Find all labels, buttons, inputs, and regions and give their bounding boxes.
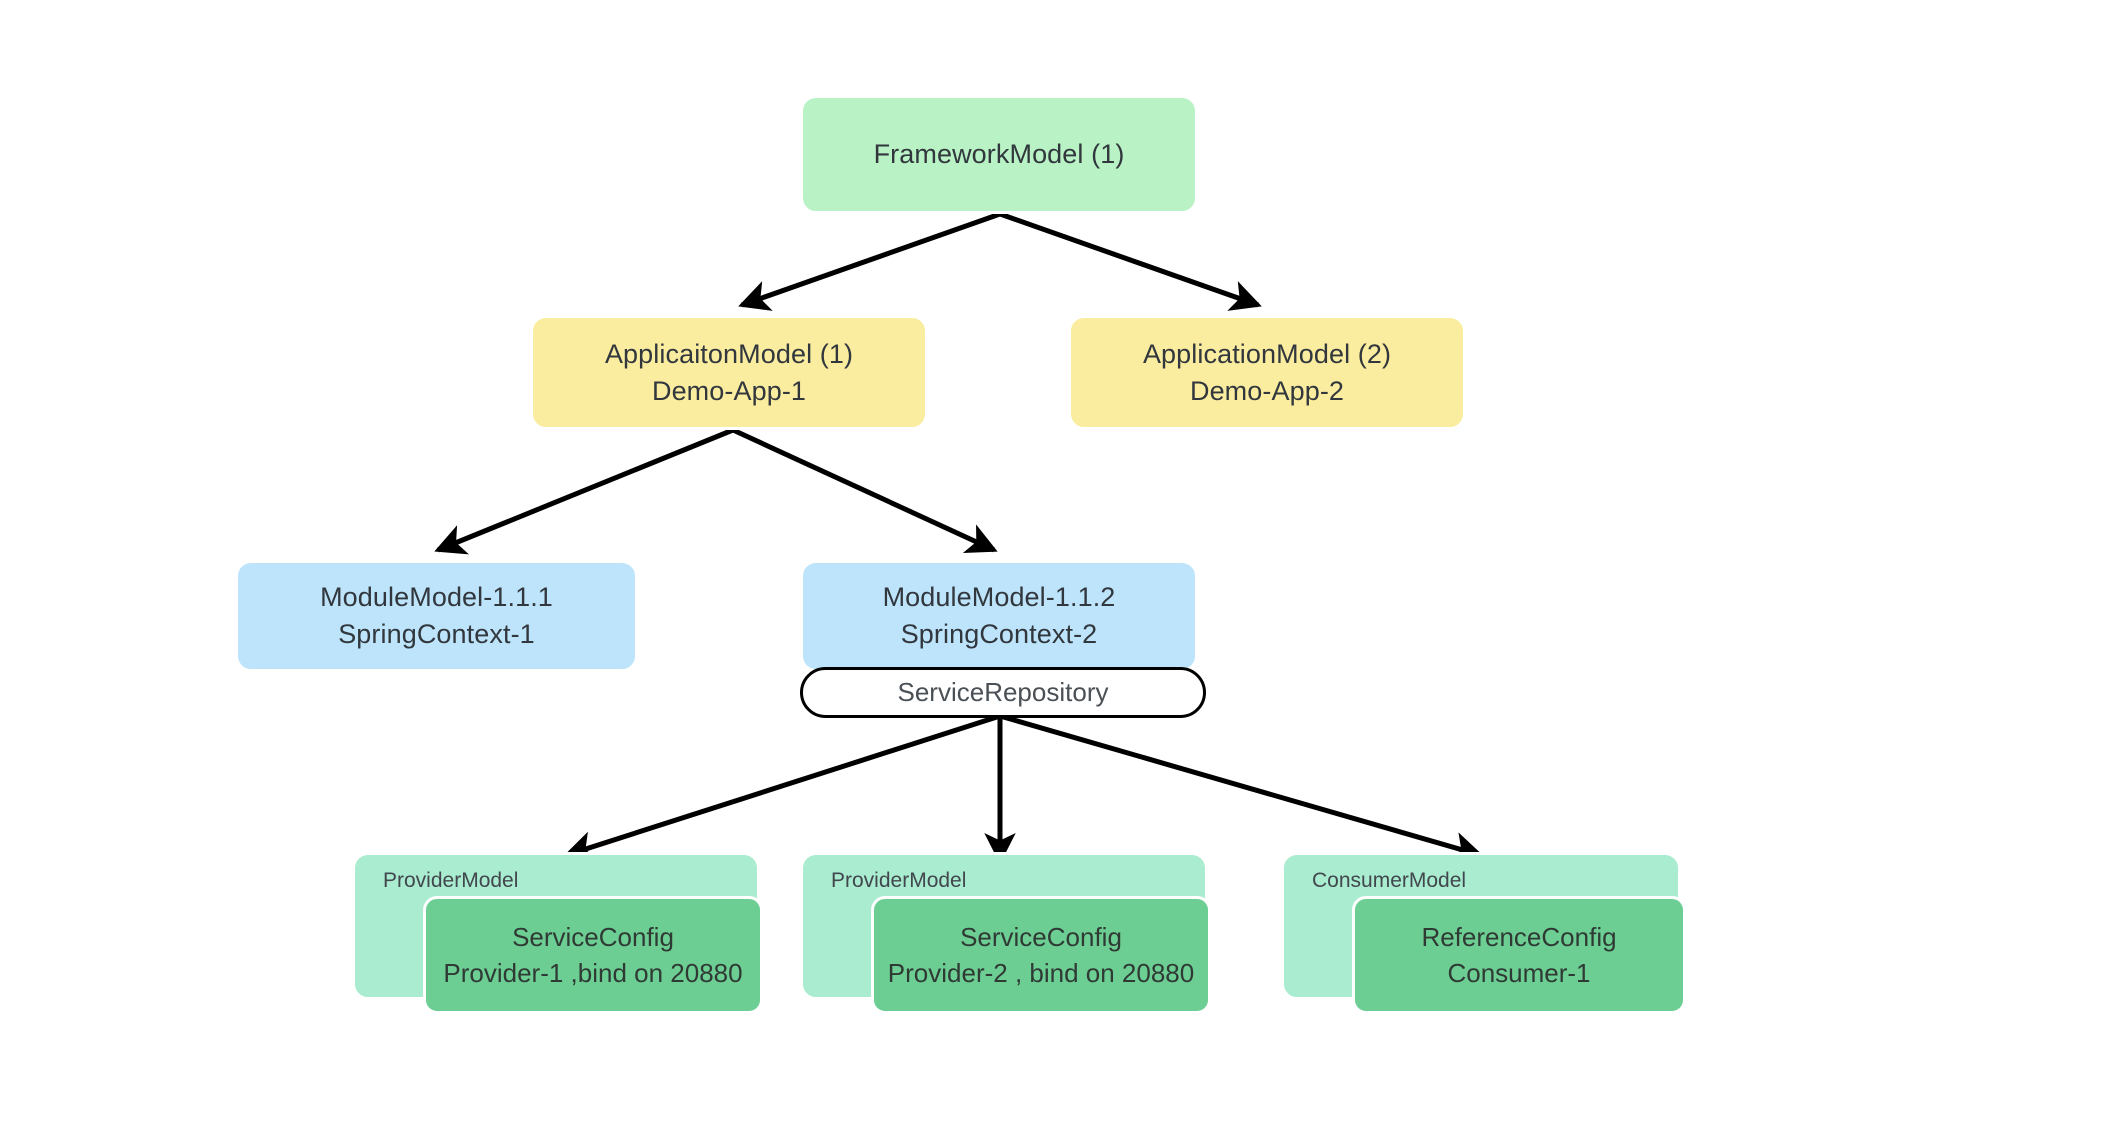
node-framework-model-label: FrameworkModel (1) bbox=[873, 139, 1125, 169]
node-provider-model-1-label: ProviderModel bbox=[383, 869, 519, 892]
node-module-model-1-1-2-line2: SpringContext-2 bbox=[900, 619, 1098, 649]
node-framework-model[interactable]: FrameworkModel (1) bbox=[800, 95, 1198, 214]
node-service-config-1[interactable]: ServiceConfig Provider-1 ,bind on 20880 bbox=[423, 896, 763, 1014]
node-consumer-model-1-label: ConsumerModel bbox=[1312, 869, 1467, 892]
node-service-config-2-line1: ServiceConfig bbox=[960, 921, 1122, 952]
node-module-model-1-1-1-line1: ModuleModel-1.1.1 bbox=[320, 582, 553, 613]
edge-framework-to-application-2 bbox=[999, 211, 1262, 311]
node-service-config-2[interactable]: ServiceConfig Provider-2 , bind on 20880 bbox=[871, 896, 1211, 1014]
node-reference-config-1-line2: Consumer-1 bbox=[1447, 958, 1591, 988]
edge-application-1-to-module-1 bbox=[434, 427, 734, 555]
node-service-config-1-line1: ServiceConfig bbox=[512, 921, 674, 952]
node-application-model-2[interactable]: ApplicationModel (2) Demo-App-2 bbox=[1068, 315, 1466, 430]
node-application-model-2-line1: ApplicationModel (2) bbox=[1142, 338, 1392, 369]
node-application-model-1-line2: Demo-App-1 bbox=[651, 375, 807, 406]
node-application-model-2-line2: Demo-App-2 bbox=[1189, 375, 1345, 406]
edge-repository-to-provider-1 bbox=[563, 713, 1001, 862]
node-service-repository[interactable]: ServiceRepository bbox=[800, 667, 1206, 718]
node-reference-config-1[interactable]: ReferenceConfig Consumer-1 bbox=[1352, 896, 1686, 1014]
node-reference-config-1-line1: ReferenceConfig bbox=[1421, 921, 1617, 952]
node-service-config-2-line2: Provider-2 , bind on 20880 bbox=[887, 958, 1195, 988]
node-service-config-1-line2: Provider-1 ,bind on 20880 bbox=[443, 958, 743, 988]
node-provider-model-2-label: ProviderModel bbox=[831, 869, 967, 892]
edge-repository-to-consumer-1 bbox=[999, 713, 1484, 863]
node-module-model-1-1-1[interactable]: ModuleModel-1.1.1 SpringContext-1 bbox=[235, 560, 638, 672]
node-application-model-1[interactable]: ApplicaitonModel (1) Demo-App-1 bbox=[530, 315, 928, 430]
node-service-repository-label: ServiceRepository bbox=[897, 677, 1109, 707]
node-module-model-1-1-2[interactable]: ModuleModel-1.1.2 SpringContext-2 bbox=[800, 560, 1198, 672]
node-application-model-1-line1: ApplicaitonModel (1) bbox=[604, 338, 854, 369]
node-module-model-1-1-1-line2: SpringContext-1 bbox=[338, 619, 535, 649]
edge-application-1-to-module-2 bbox=[731, 427, 998, 554]
node-module-model-1-1-2-line1: ModuleModel-1.1.2 bbox=[882, 582, 1116, 613]
edge-framework-to-application-1 bbox=[738, 211, 1001, 311]
